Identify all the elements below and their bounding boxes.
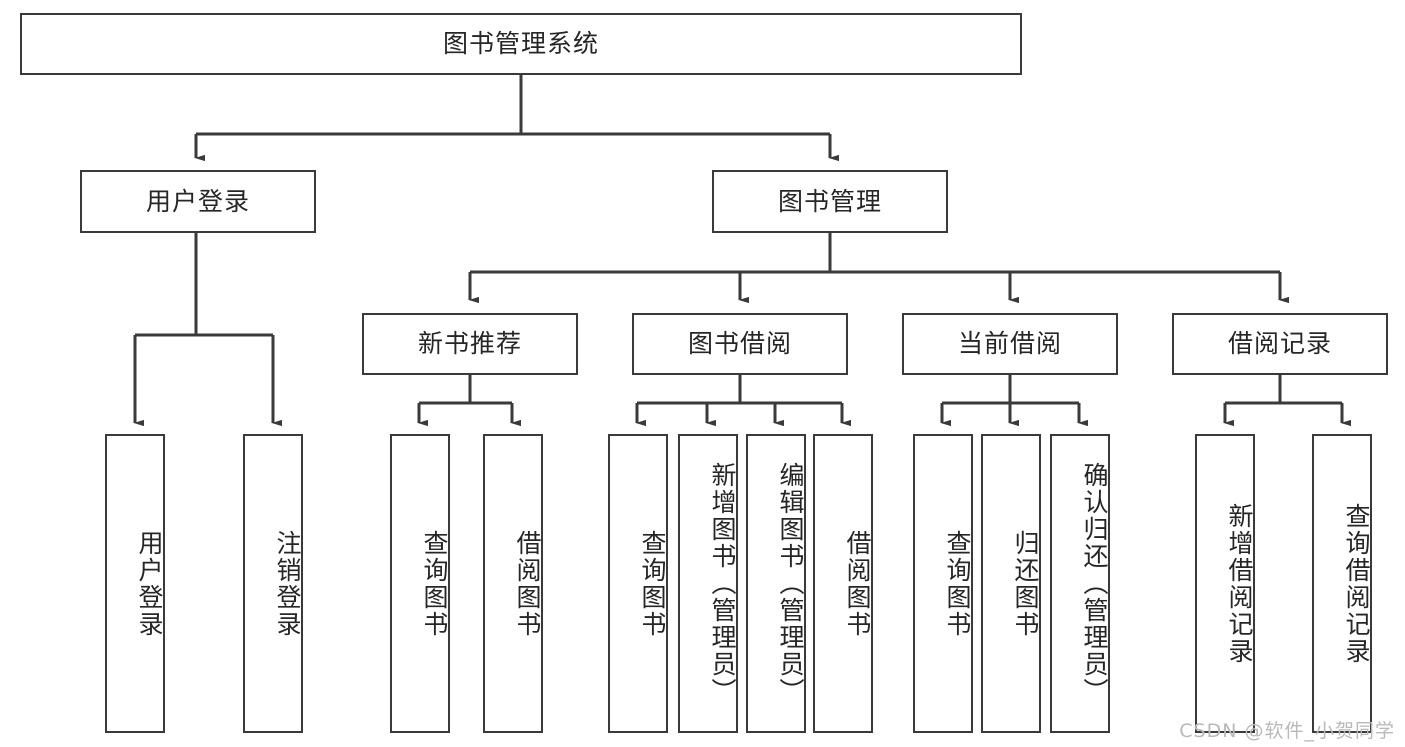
node-user-login[interactable]: 用户登录 xyxy=(80,170,316,233)
leaf-add-borrow-record[interactable]: 新增借阅记录 xyxy=(1195,434,1255,733)
leaf-label: 用户登录 xyxy=(135,529,164,638)
leaf-label: 新增借阅记录 xyxy=(1225,502,1254,665)
node-root-system[interactable]: 图书管理系统 xyxy=(20,13,1022,75)
leaf-borrow-book-1[interactable]: 借阅图书 xyxy=(483,434,543,733)
leaf-label: 借阅图书 xyxy=(843,529,872,638)
node-current-borrow[interactable]: 当前借阅 xyxy=(902,313,1118,375)
leaf-label: 借阅图书 xyxy=(513,529,542,638)
leaf-logout-login[interactable]: 注销登录 xyxy=(243,434,303,733)
leaf-return-book[interactable]: 归还图书 xyxy=(981,434,1041,733)
leaf-label: 注销登录 xyxy=(273,529,302,638)
node-book-management[interactable]: 图书管理 xyxy=(712,170,948,233)
leaf-label: 编辑图书（管理员） xyxy=(776,462,805,705)
leaf-borrow-book-2[interactable]: 借阅图书 xyxy=(813,434,873,733)
leaf-query-book-1[interactable]: 查询图书 xyxy=(390,434,450,733)
leaf-add-book-admin[interactable]: 新增图书（管理员） xyxy=(678,434,738,733)
leaf-label: 查询图书 xyxy=(420,529,449,638)
node-book-borrow[interactable]: 图书借阅 xyxy=(632,313,848,375)
node-borrow-record[interactable]: 借阅记录 xyxy=(1172,313,1388,375)
leaf-query-book-3[interactable]: 查询图书 xyxy=(913,434,973,733)
leaf-edit-book-admin[interactable]: 编辑图书（管理员） xyxy=(746,434,806,733)
leaf-label: 确认归还（管理员） xyxy=(1080,462,1109,705)
leaf-label: 归还图书 xyxy=(1011,529,1040,638)
leaf-confirm-return-admin[interactable]: 确认归还（管理员） xyxy=(1050,434,1110,733)
leaf-user-login[interactable]: 用户登录 xyxy=(105,434,165,733)
leaf-label: 查询借阅记录 xyxy=(1342,502,1371,665)
leaf-label: 新增图书（管理员） xyxy=(708,462,737,705)
leaf-label: 查询图书 xyxy=(638,529,667,638)
leaf-query-book-2[interactable]: 查询图书 xyxy=(608,434,668,733)
node-new-book-recommend[interactable]: 新书推荐 xyxy=(362,313,578,375)
leaf-label: 查询图书 xyxy=(943,529,972,638)
watermark-text: CSDN @软件_小贺同学 xyxy=(1179,720,1395,742)
leaf-query-borrow-record[interactable]: 查询借阅记录 xyxy=(1312,434,1372,733)
